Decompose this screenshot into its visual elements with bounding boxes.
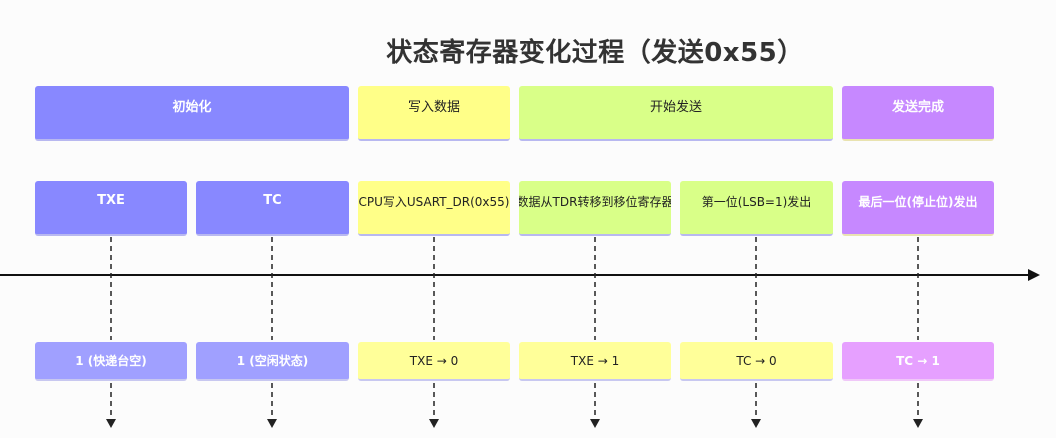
state-tc-initial-label: 1 (空闲状态) bbox=[236, 354, 309, 368]
event-last-bit-box: 最后一位(停止位)发出 bbox=[842, 181, 994, 236]
phase-write-label: 写入数据 bbox=[407, 100, 460, 115]
phase-send-done-box: 发送完成 bbox=[842, 86, 994, 141]
event-tdr-transfer-label: 数据从TDR转移到移位寄存器 bbox=[519, 195, 671, 209]
event-first-bit-box: 第一位(LSB=1)发出 bbox=[680, 181, 833, 236]
state-txe-initial-label: 1 (快递台空) bbox=[75, 354, 147, 368]
phase-write-box: 写入数据 bbox=[358, 86, 510, 141]
state-txe-to-0-label: TXE → 0 bbox=[409, 353, 459, 368]
down-arrowhead-2 bbox=[267, 419, 277, 428]
state-tc-to-1-box: TC → 1 bbox=[842, 342, 994, 381]
phase-start-send-box: 开始发送 bbox=[519, 86, 833, 141]
state-tc-to-1-label: TC → 1 bbox=[896, 353, 940, 368]
down-arrowhead-5 bbox=[751, 419, 761, 428]
event-first-bit-label: 第一位(LSB=1)发出 bbox=[701, 195, 812, 209]
phase-init-box: 初始化 bbox=[35, 86, 349, 141]
phase-init-label: 初始化 bbox=[172, 100, 212, 115]
state-tc-to-0-label: TC → 0 bbox=[736, 353, 777, 368]
phase-start-send-label: 开始发送 bbox=[649, 100, 702, 115]
down-arrowhead-3 bbox=[429, 419, 439, 428]
state-txe-initial-box: 1 (快递台空) bbox=[35, 342, 187, 381]
down-arrowhead-1 bbox=[106, 419, 116, 428]
event-txe-box: TXE bbox=[35, 181, 187, 236]
timeline-axis-arrowhead bbox=[1028, 269, 1040, 281]
phase-send-done-label: 发送完成 bbox=[891, 100, 944, 115]
event-tc-box: TC bbox=[196, 181, 349, 236]
event-tc-label: TC bbox=[263, 193, 282, 208]
event-last-bit-label: 最后一位(停止位)发出 bbox=[858, 195, 978, 209]
state-txe-to-0-box: TXE → 0 bbox=[358, 342, 510, 381]
state-txe-to-1-label: TXE → 1 bbox=[570, 353, 620, 368]
state-txe-to-1-box: TXE → 1 bbox=[519, 342, 671, 381]
event-txe-label: TXE bbox=[97, 193, 125, 208]
down-arrowhead-4 bbox=[590, 419, 600, 428]
down-arrowhead-6 bbox=[913, 419, 923, 428]
event-cpu-write-label: CPU写入USART_DR(0x55) bbox=[358, 195, 510, 209]
state-tc-initial-box: 1 (空闲状态) bbox=[196, 342, 349, 381]
event-tdr-transfer-box: 数据从TDR转移到移位寄存器 bbox=[519, 181, 671, 236]
state-tc-to-0-box: TC → 0 bbox=[680, 342, 833, 381]
event-cpu-write-box: CPU写入USART_DR(0x55) bbox=[358, 181, 510, 236]
diagram-title: 状态寄存器变化过程（发送0x55） bbox=[386, 38, 804, 68]
